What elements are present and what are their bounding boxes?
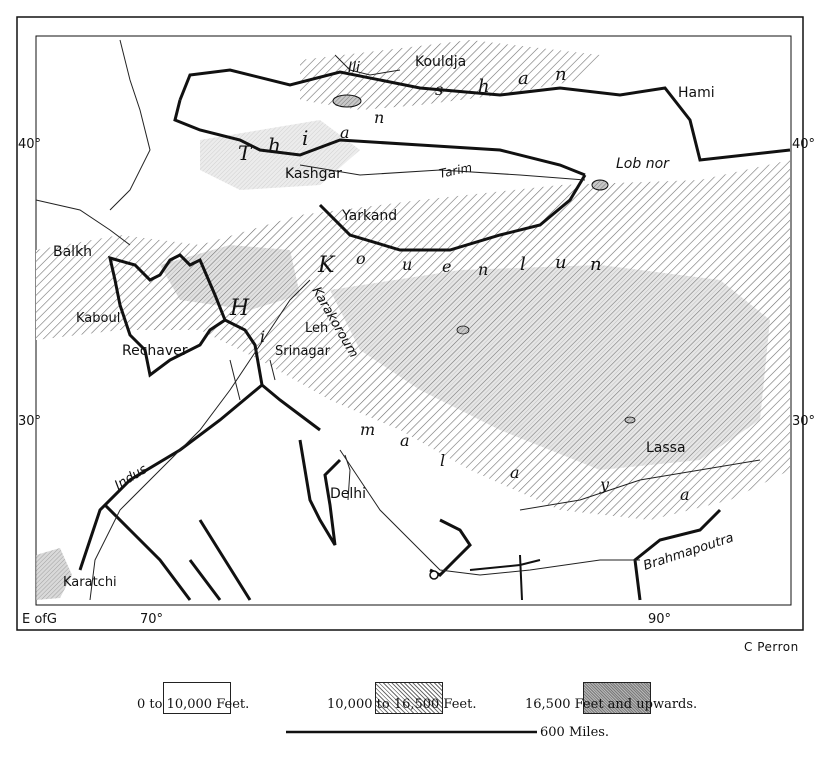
- boundary-north: [178, 68, 791, 162]
- legend-swatch-plain: [163, 682, 231, 714]
- label-ili: Ili: [348, 60, 360, 76]
- label-indus: Indus: [112, 462, 150, 494]
- river-brahmapoutra: [519, 459, 761, 511]
- label-brahmapoutra: Brahmapoutra: [642, 530, 736, 573]
- lat-40-left: 40°: [18, 137, 41, 152]
- label-kouldja: Kouldja: [415, 54, 466, 70]
- label-thian-shan-1: T: [238, 141, 253, 165]
- label-kouenlun-5: n: [478, 260, 488, 279]
- label-thian-shan-4: a: [340, 123, 350, 142]
- label-thian-shan-6: s: [435, 80, 443, 99]
- legend-label-dense: 16,500 Feet and upwards.: [525, 697, 698, 712]
- river-north-west: [109, 39, 151, 211]
- river-punjab: [229, 359, 276, 401]
- label-karatchi: Karatchi: [63, 575, 117, 590]
- label-himalaya-7: y: [599, 475, 610, 494]
- label-lassa: Lassa: [646, 440, 686, 456]
- dense-zone-karatchi: [36, 548, 72, 600]
- boundary-south-1: [188, 519, 252, 601]
- river-indus: [89, 279, 311, 601]
- label-thian-shan-8: a: [518, 68, 529, 89]
- label-kaboul: Kaboul: [76, 311, 120, 326]
- map-border-outer: [16, 16, 804, 631]
- legend-label-hatched: 10,000 to 16,500 Feet.: [327, 697, 477, 712]
- label-tarim: Tarim: [438, 160, 474, 181]
- boundary-rajputana: [298, 439, 342, 546]
- label-kashgar: Kashgar: [285, 166, 342, 182]
- lat-30-left: 30°: [18, 414, 41, 429]
- lon-90: 90°: [648, 612, 671, 627]
- label-kouenlun-8: n: [590, 254, 602, 275]
- frame-caption: E ofG: [22, 612, 57, 627]
- boundary-bengal: [633, 508, 722, 601]
- river-ili: [334, 54, 401, 76]
- label-kouenlun-7: u: [555, 252, 567, 273]
- river-delhi: [344, 454, 351, 501]
- lake-issyk: [332, 94, 362, 108]
- label-srinagar: Srinagar: [275, 344, 331, 359]
- label-balkh: Balkh: [53, 244, 92, 260]
- lon-70: 70°: [140, 612, 163, 627]
- label-thian-shan-7: h: [478, 76, 490, 97]
- label-thian-shan-5: n: [374, 108, 384, 127]
- lat-30-right: 30°: [792, 414, 815, 429]
- boundary-sind: [103, 503, 192, 601]
- label-kouenlun-2: o: [356, 249, 366, 268]
- hatched-zone-thian-shan: [300, 40, 600, 110]
- label-yarkand: Yarkand: [341, 208, 397, 224]
- label-lob-nor: Lob nor: [616, 156, 670, 172]
- boundary-central-india: [429, 518, 472, 577]
- label-kouenlun-4: e: [442, 257, 451, 276]
- label-hami: Hami: [678, 85, 715, 101]
- boundary-tarim-west: [173, 99, 586, 177]
- city-marker-bengal: [429, 570, 439, 580]
- river-tarim: [299, 164, 586, 181]
- label-thian-shan-3: i: [302, 126, 308, 150]
- boundary-bengal-2: [469, 554, 541, 601]
- lake-tibet-2: [624, 416, 636, 424]
- label-kouenlun-1: K: [317, 253, 336, 278]
- lake-lob: [591, 179, 609, 191]
- legend-swatch-dense: [583, 682, 651, 714]
- label-himalaya-5: l: [440, 451, 445, 470]
- boundary-tarim-south: [318, 174, 587, 252]
- label-kouenlun-3: u: [402, 255, 412, 274]
- river-ganges: [339, 449, 640, 576]
- label-rechaver: Rechaver: [122, 343, 188, 359]
- lat-40-right: 40°: [792, 137, 815, 152]
- label-kouenlun-6: l: [520, 254, 526, 275]
- label-himalaya-3: m: [360, 420, 375, 439]
- label-thian-shan-9: n: [555, 64, 567, 85]
- legend-label-plain: 0 to 10,000 Feet.: [137, 697, 250, 712]
- label-himalaya-8: a: [680, 485, 690, 504]
- label-himalaya-2: i: [260, 327, 265, 346]
- label-himalaya-4: a: [400, 431, 410, 450]
- dense-zone-kashgar: [200, 120, 360, 190]
- label-delhi: Delhi: [330, 486, 366, 502]
- label-thian-shan-2: h: [268, 133, 281, 157]
- river-amu: [35, 199, 131, 246]
- scale-bar-label: 600 Miles.: [540, 725, 610, 740]
- engraver-credit: C Perron: [744, 640, 799, 654]
- label-himalaya-1: H: [229, 296, 250, 321]
- dense-zone-tibet-plateau: [330, 265, 770, 470]
- label-himalaya-6: a: [510, 463, 520, 482]
- legend-swatch-hatched: [375, 682, 443, 714]
- label-leh: Leh: [305, 321, 328, 336]
- boundary-india-west: [78, 383, 263, 571]
- lake-tibet-1: [456, 325, 470, 335]
